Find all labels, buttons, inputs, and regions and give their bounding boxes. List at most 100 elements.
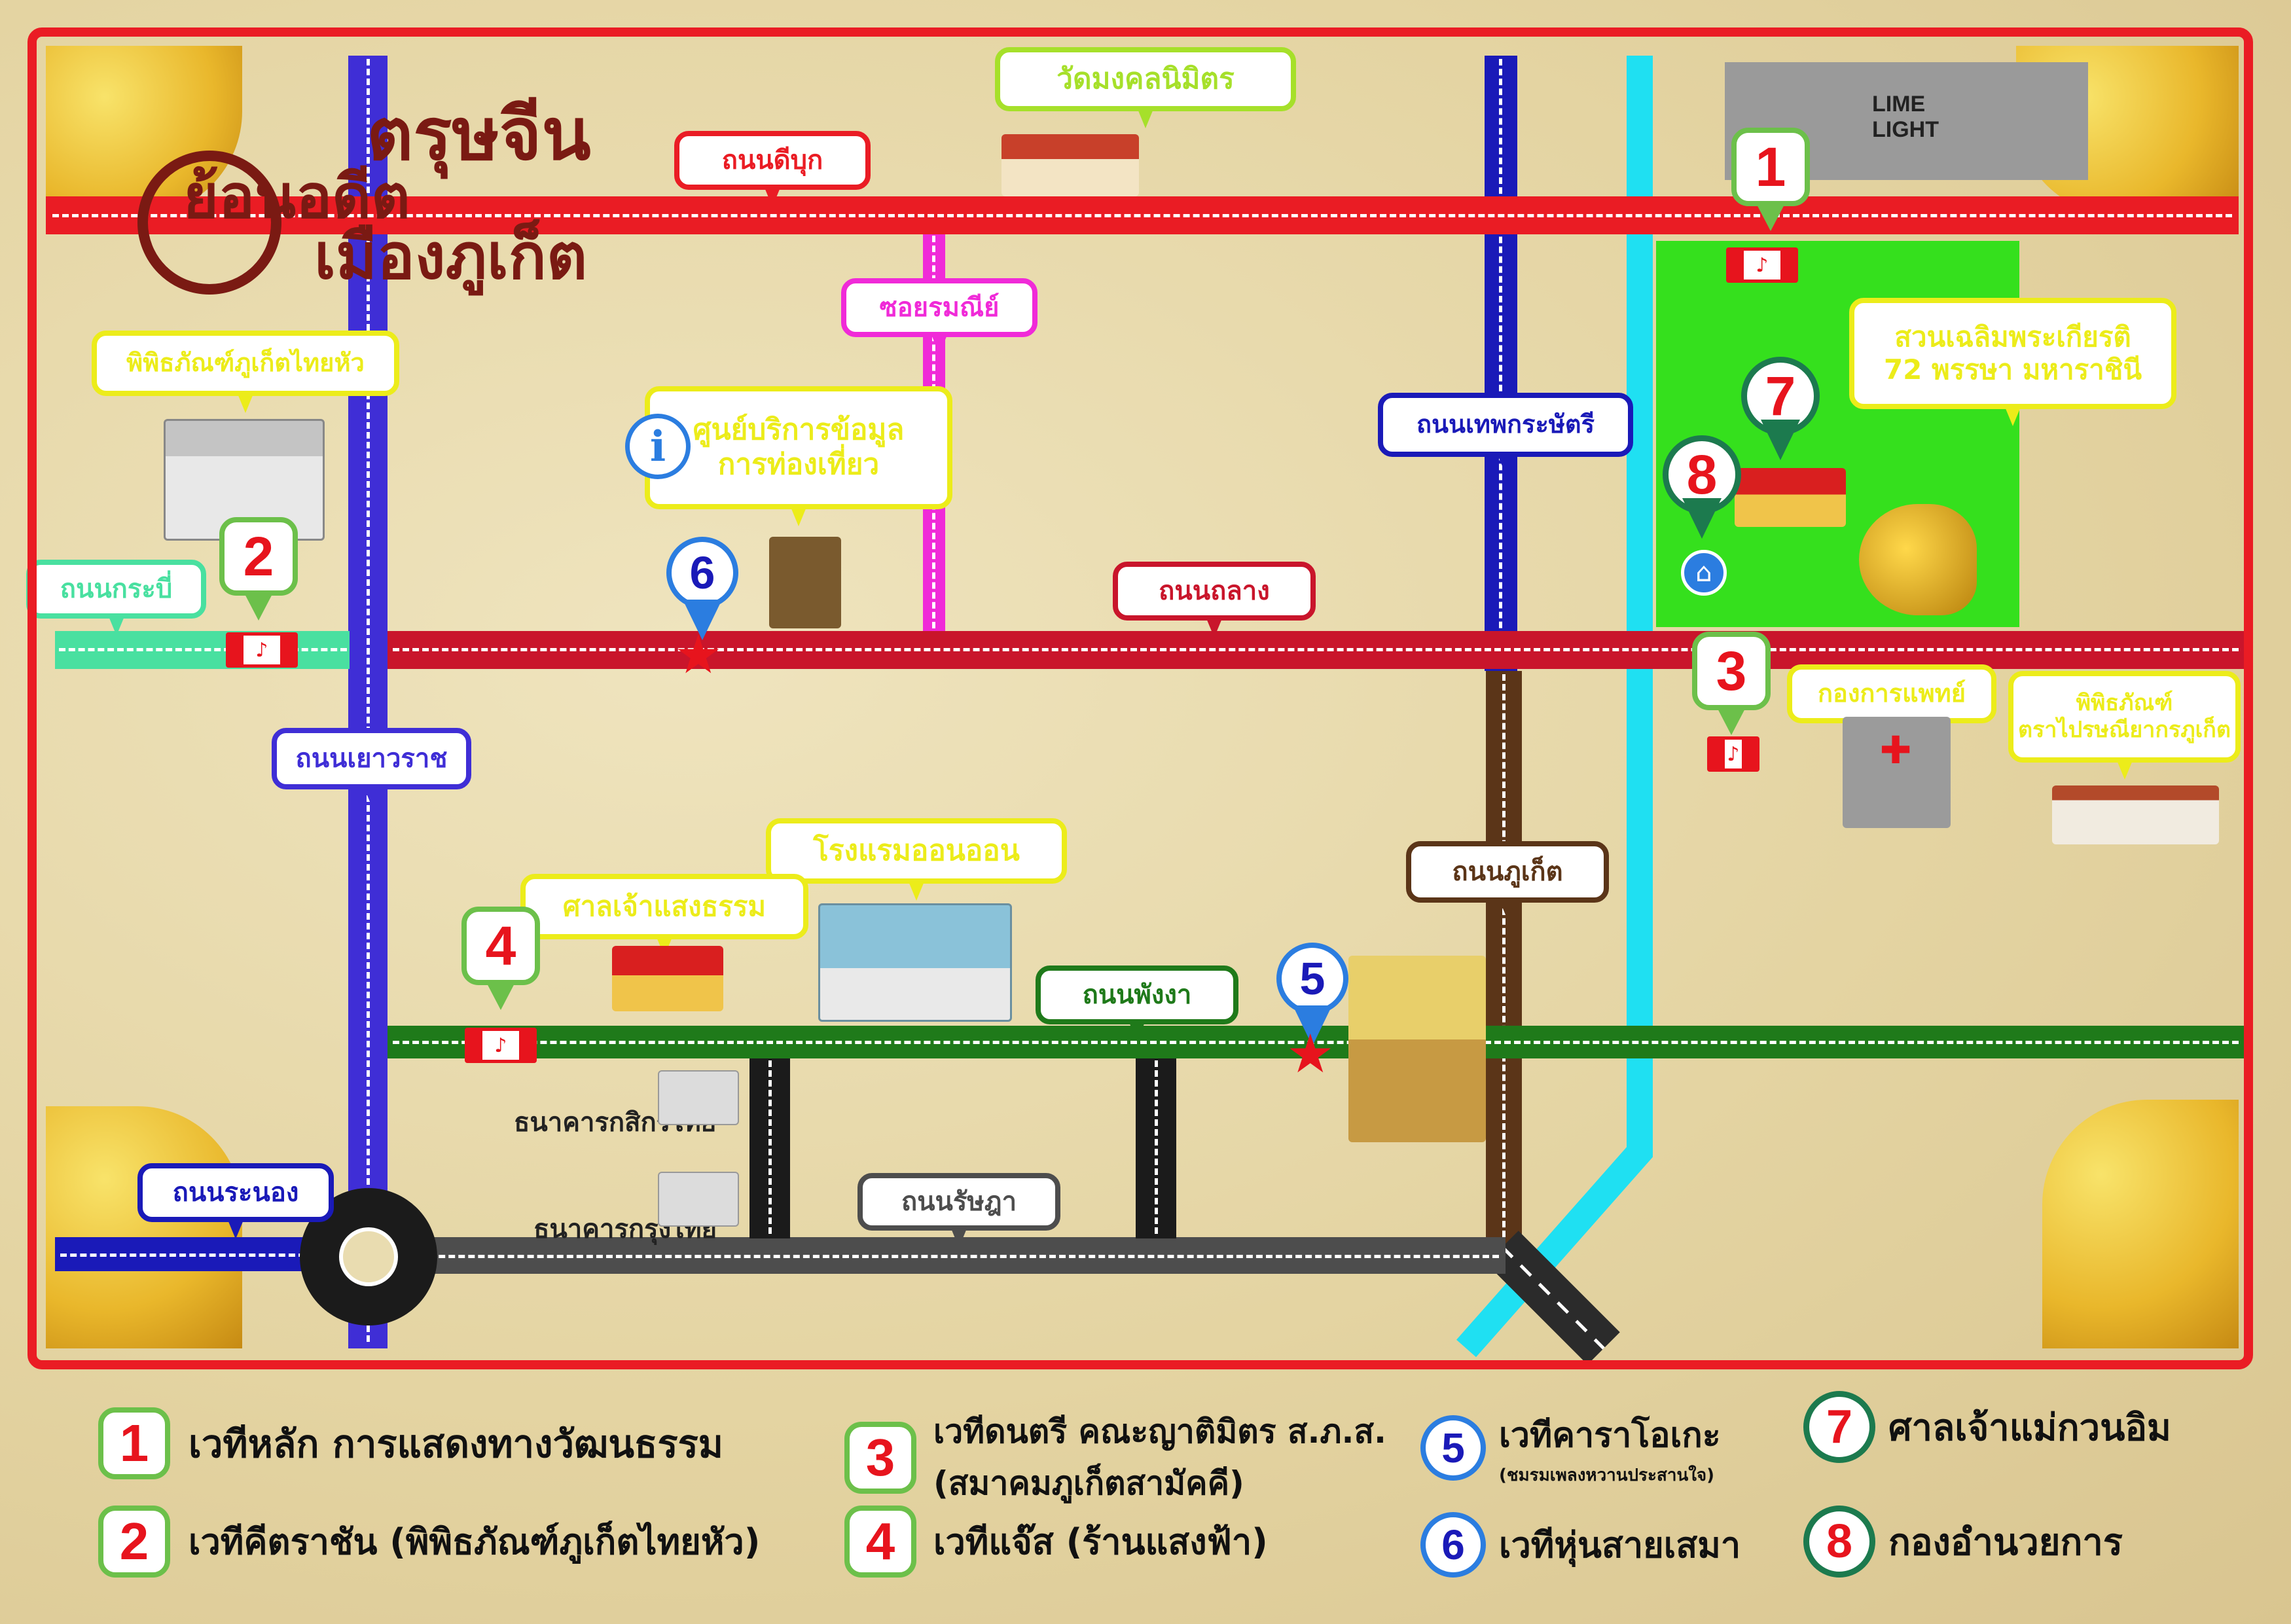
label-wat-mongkhon: วัดมงคลนิมิตร	[995, 47, 1296, 128]
dibuk-dash	[52, 214, 2232, 217]
legend-item-3: 3 เวทีดนตรี คณะญาติมิตร ส.ภ.ส. (สมาคมภูเ…	[844, 1406, 1386, 1509]
legend-5-number: 5	[1420, 1415, 1486, 1481]
label-phuket: ถนนภูเก็ต	[1406, 841, 1609, 920]
ratsada-dash	[399, 1255, 1499, 1258]
label-soi-rommani: ซอยรมณีย์	[841, 278, 1037, 354]
thalang-dash	[393, 648, 2239, 651]
legend-6-number: 6	[1420, 1512, 1486, 1578]
info-icon: i	[625, 414, 691, 479]
stage-icon-3: ♪	[1707, 736, 1759, 772]
legend-3-text: เวทีดนตรี คณะญาติมิตร ส.ภ.ส.	[933, 1413, 1387, 1451]
legend-8-number: 8	[1803, 1506, 1875, 1578]
pin-4-tail	[485, 980, 516, 1010]
legend-item-4: 4 เวทีแจ๊ส (ร้านแสงฟ้า)	[844, 1506, 1268, 1578]
label-park: สวนเฉลิมพระเกียรติ 72 พรรษา มหาราชินี	[1849, 298, 2176, 426]
title-line3: เมืองภูเก็ต	[314, 219, 588, 293]
stage-icon-2: ♪	[226, 632, 298, 668]
stage-icon-1: ♪	[1726, 247, 1798, 283]
label-thalang: ถนนถลาง	[1113, 562, 1316, 638]
pin-5-number: 5	[1276, 943, 1348, 1015]
map-pin-6[interactable]: 6	[666, 537, 738, 641]
corner-ornament-bottom-left	[46, 1106, 242, 1348]
yaowarat-dash	[367, 59, 370, 1342]
legend-7-number: 7	[1803, 1391, 1875, 1463]
krabi-dash	[59, 648, 347, 651]
legend-4-text: เวทีแจ๊ส (ร้านแสงฟ้า)	[933, 1521, 1268, 1562]
map-pin-1[interactable]: 1	[1731, 128, 1810, 231]
map-pin-2[interactable]: 2	[219, 517, 298, 621]
legend-2-text: เวทีคีตราชัน (พิพิธภัณฑ์ภูเก็ตไทยหัว)	[189, 1521, 761, 1562]
pin-5-tail	[1293, 1005, 1332, 1046]
legend-3-number: 3	[844, 1422, 916, 1494]
label-saeng-tham: ศาลเจ้าแสงธรรม	[520, 874, 808, 956]
old-town-building-icon	[1348, 956, 1486, 1142]
saeng-tham-shrine-icon	[612, 946, 723, 1011]
legend-item-6: 6 เวทีหุ่นสายเสมา	[1420, 1512, 1741, 1578]
dragon-statue-icon	[1859, 504, 1977, 615]
pin-6-tail	[683, 600, 722, 640]
roundabout-center	[339, 1227, 398, 1286]
medical-cross-icon: ✚	[1879, 728, 1912, 772]
legend-5-text: เวทีคาราโอเกะ	[1499, 1416, 1721, 1455]
label-phangnga: ถนนพังงา	[1036, 965, 1238, 1041]
kasikorn-building-icon	[658, 1070, 739, 1125]
legend-8-text: กองอำนวยการ	[1888, 1521, 2123, 1564]
map-pin-4[interactable]: 4	[461, 907, 540, 1010]
title-line1: ตรุษจีน	[367, 92, 591, 176]
legend-3-sub: (สมาคมภูเก็ตสามัคคี)	[933, 1464, 1244, 1502]
map-pin-3[interactable]: 3	[1692, 632, 1771, 735]
pin-1-tail	[1755, 201, 1786, 231]
legend-1-text: เวทีหลัก การแสดงทางวัฒนธรรม	[189, 1421, 723, 1466]
middle-street-dash	[1155, 1060, 1158, 1234]
music-note-icon: ♪	[494, 1034, 507, 1057]
star-icon-pin-6: ★	[674, 624, 723, 686]
legend-6-text: เวทีหุ่นสายเสมา	[1499, 1525, 1741, 1566]
legend-item-2: 2 เวทีคีตราชัน (พิพิธภัณฑ์ภูเก็ตไทยหัว)	[98, 1506, 760, 1578]
pin-8-tail	[1682, 498, 1722, 539]
thepkrasattri-dash	[1499, 59, 1502, 668]
label-info-center: ศูนย์บริการข้อมูล การท่องเที่ยว	[645, 386, 952, 526]
onon-hotel-building-icon	[818, 903, 1012, 1022]
pin-3-number: 3	[1692, 632, 1771, 710]
pin-3-tail	[1716, 705, 1747, 735]
label-thepkrasattri: ถนนเทพกระษัตรี	[1378, 393, 1633, 474]
phuket-dash	[1502, 674, 1506, 1237]
shrine-7-building-icon	[1735, 468, 1846, 527]
music-note-icon: ♪	[255, 638, 268, 662]
legend-7-text: ศาลเจ้าแม่กวนอิม	[1888, 1406, 2171, 1449]
label-postal-museum: พิพิธภัณฑ์ ตราไปรษณียากรภูเก็ต	[2008, 671, 2241, 780]
corner-ornament-bottom-right	[2042, 1100, 2239, 1348]
legend-5-sub: (ชมรมเพลงหวานประสานใจ)	[1499, 1466, 1715, 1485]
map-pin-7[interactable]: 7	[1741, 357, 1820, 461]
label-dibuk: ถนนดีบุก	[674, 131, 871, 207]
limelight-logo: LIME LIGHT	[1872, 92, 1939, 142]
map-frame	[27, 27, 2253, 1369]
home-icon: ⌂	[1681, 550, 1727, 596]
legend-4-number: 4	[844, 1506, 916, 1578]
label-yaowarat: ถนนเยาวราช	[272, 728, 471, 806]
bank-street-dash	[768, 1060, 772, 1234]
legend-item-7: 7 ศาลเจ้าแม่กวนอิม	[1803, 1391, 2171, 1463]
postal-museum-building-icon	[2052, 785, 2219, 844]
wat-building-icon	[1001, 134, 1139, 196]
krungthai-building-icon	[658, 1172, 739, 1227]
label-krabi: ถนนกระบี่	[26, 560, 206, 636]
pin-2-number: 2	[219, 517, 298, 596]
info-center-building-icon	[769, 537, 841, 628]
legend-item-1: 1 เวทีหลัก การแสดงทางวัฒนธรรม	[98, 1407, 723, 1479]
ranong-dash	[60, 1254, 355, 1257]
label-museum-thaihua: พิพิธภัณฑ์ภูเก็ตไทยหัว	[92, 331, 399, 413]
pin-2-tail	[243, 590, 274, 621]
label-ranong: ถนนระนอง	[137, 1163, 334, 1239]
label-ratsada: ถนนรัษฎา	[857, 1173, 1060, 1248]
music-note-icon: ♪	[1756, 253, 1769, 277]
legend-item-8: 8 กองอำนวยการ	[1803, 1506, 2123, 1578]
legend-1-number: 1	[98, 1407, 170, 1479]
map-pin-8[interactable]: 8	[1663, 435, 1741, 540]
music-note-icon: ♪	[1727, 742, 1740, 766]
medical-building-icon	[1843, 717, 1951, 828]
stage-icon-4: ♪	[465, 1028, 537, 1063]
pin-7-tail	[1761, 420, 1800, 460]
map-pin-5[interactable]: 5	[1276, 943, 1348, 1047]
